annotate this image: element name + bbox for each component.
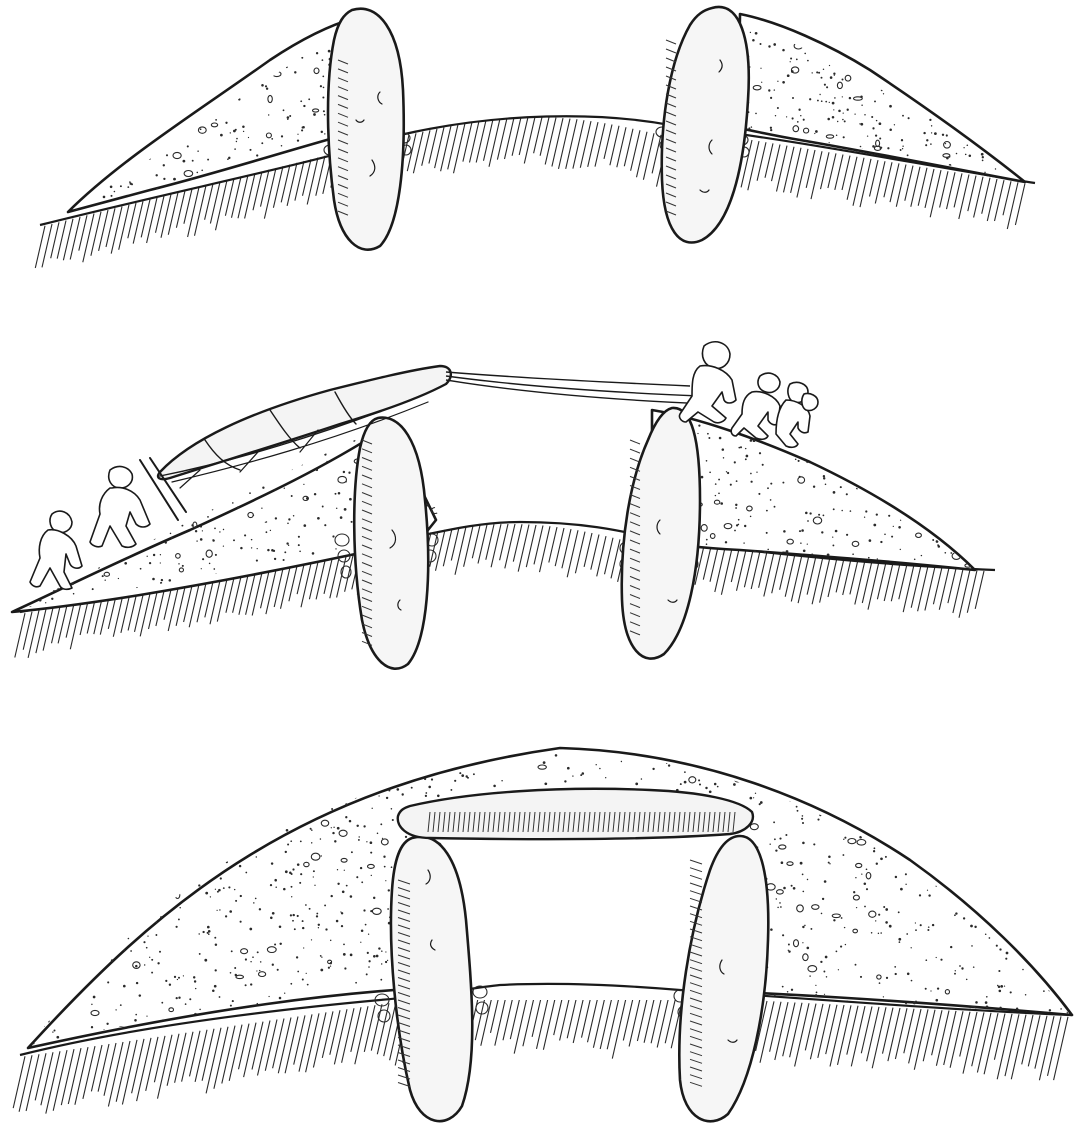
stage-1-left-upright-stone	[328, 9, 404, 250]
stage-2-left-upright-stone	[354, 418, 428, 669]
stage-3-chamber-opening	[445, 835, 720, 1000]
stage-2-haul-ropes	[446, 372, 710, 404]
stage-1-right-upright-stone	[662, 7, 749, 243]
stage-1-panel	[35, 7, 1035, 268]
stage-2-panel	[11, 342, 995, 669]
stage-2-right-upright-stone	[622, 408, 700, 659]
stage-3-panel	[13, 748, 1072, 1121]
